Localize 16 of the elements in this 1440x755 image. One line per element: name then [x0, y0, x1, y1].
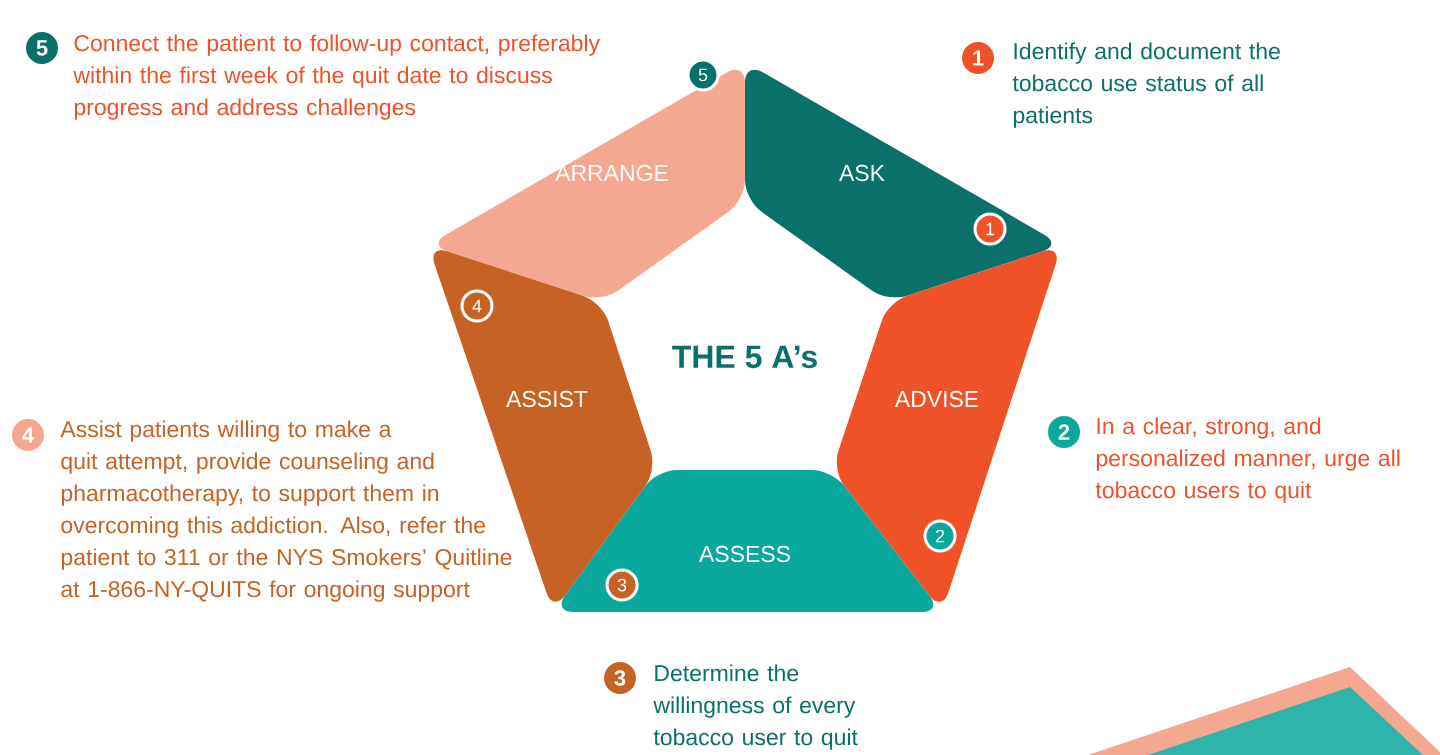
description-text: Identify and document the tobacco use status of all patients: [1012, 42, 1280, 128]
number-badge: 5: [26, 32, 58, 64]
description-text: Connect the patient to follow-up contact, preferably within the first week of the quit date to discuss progress and address challenges: [73, 34, 600, 120]
number-badge: 2: [1048, 416, 1080, 448]
number-badge: 4: [12, 419, 44, 451]
number-badge: 3: [605, 568, 639, 602]
number-badge: 5: [686, 58, 720, 92]
number-badge: 2: [923, 519, 957, 553]
number-badge: 1: [962, 42, 994, 74]
number-badge: 1: [973, 212, 1007, 246]
description-text: In a clear, strong, and personalized manner, urge all tobacco users to quit: [1095, 417, 1400, 503]
number-badge: 3: [604, 662, 636, 694]
number-badge: 4: [460, 289, 494, 323]
title: THE 5 A’s: [672, 345, 817, 369]
description-text: Assist patients willing to make a quit attempt, provide counseling and pharmacotherapy, to support them in overcoming this addiction. Also, refer the patient to 311 or the NYS Smokers’ Quitline at 1-866-NY-QUITS for ongoing support: [60, 420, 512, 602]
description-text: Determine the willingness of every tobacco user to quit: [653, 664, 858, 750]
